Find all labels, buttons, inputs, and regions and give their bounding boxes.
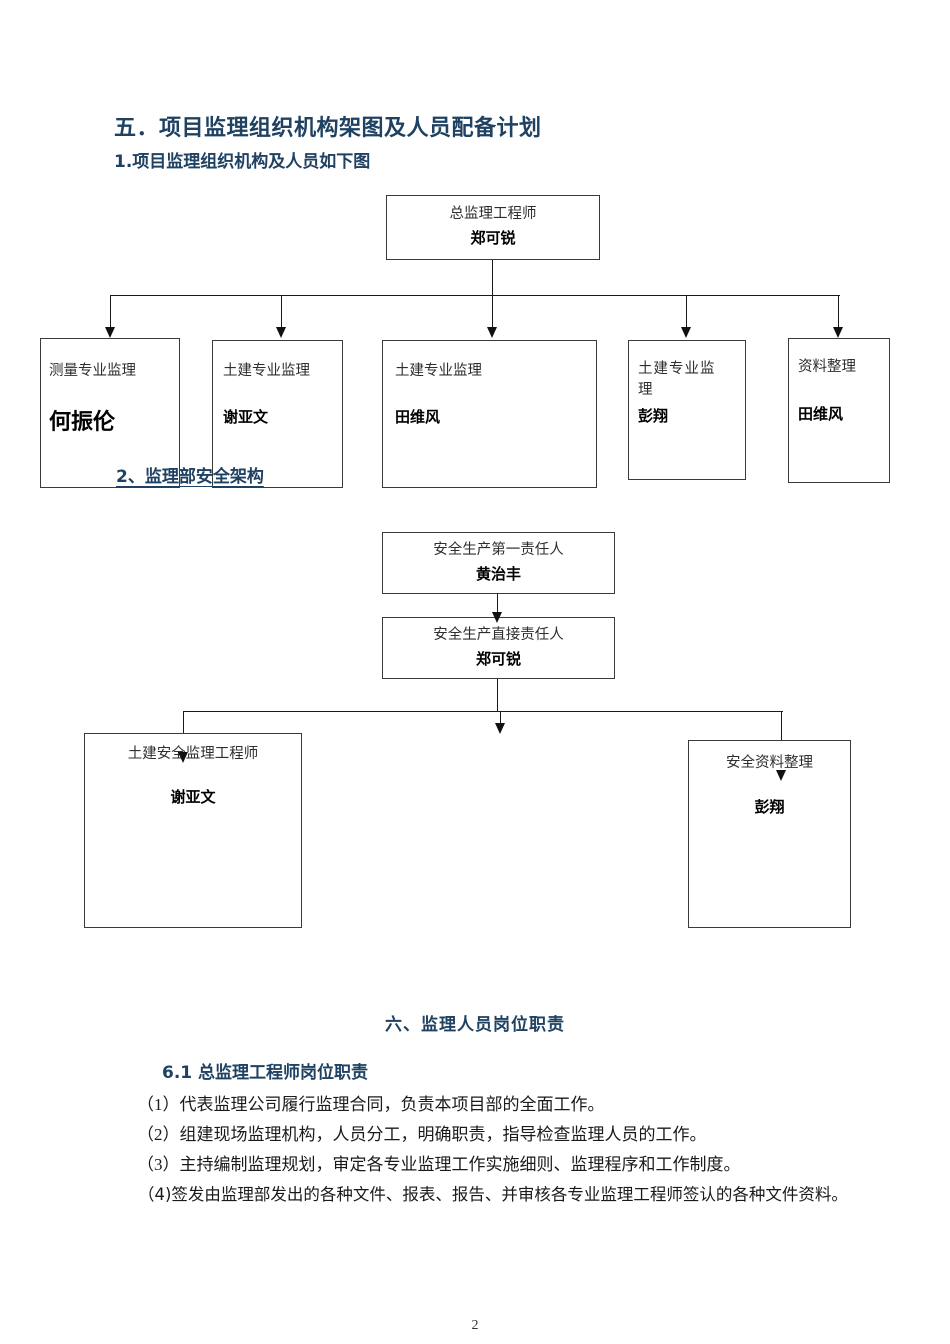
org-box-child-1: 测量专业监理 何振伦 bbox=[40, 338, 180, 488]
safety-box-second-person: 郑可锐 bbox=[475, 650, 521, 668]
safety-box-top-role: 安全生产第一责任人 bbox=[433, 542, 564, 558]
page-number: 2 bbox=[471, 1318, 479, 1333]
org-box-child-4: 土建专业监 理 彭翔 bbox=[628, 340, 746, 480]
safety-box-top-person: 黄治丰 bbox=[475, 565, 521, 583]
subheading-safety-structure: 2、监理部安全架构 bbox=[116, 467, 264, 487]
org-box-child-5-person: 田维风 bbox=[798, 405, 844, 423]
safety-box-child-1-role: 土建安全监理工程师 bbox=[127, 746, 259, 762]
org-box-child-4-person: 彭翔 bbox=[638, 407, 669, 425]
heading-section6-1: 6.1 总监理工程师岗位职责 bbox=[162, 1063, 369, 1083]
arrowhead-child1 bbox=[105, 327, 115, 338]
heading-section6: 六、监理人员岗位职责 bbox=[385, 1015, 565, 1035]
safety-box-child-2-person: 彭翔 bbox=[754, 798, 785, 816]
connector-drop-child3 bbox=[492, 295, 494, 332]
safety-box-child-1: 土建安全监理工程师 谢亚文 bbox=[84, 733, 302, 928]
connector-drop-child4 bbox=[686, 295, 688, 332]
connector-drop-child5 bbox=[838, 295, 840, 332]
connector-safety-stem bbox=[497, 679, 499, 712]
connector-drop-child1 bbox=[110, 295, 112, 332]
safety-box-child-1-person: 谢亚文 bbox=[170, 788, 216, 806]
org-box-child-3: 土建专业监理 田维风 bbox=[382, 340, 597, 488]
org-box-child-1-person: 何振伦 bbox=[49, 410, 116, 435]
page-title-section5: 五．项目监理组织机构架图及人员配备计划 bbox=[114, 116, 542, 141]
arrowhead-safety-middle bbox=[495, 723, 505, 734]
duty-item-3: （3）主持编制监理规划，审定各专业监理工作实施细则、监理程序和工作制度。 bbox=[137, 1155, 741, 1174]
org-box-child-4-role: 土建专业监 理 bbox=[638, 361, 716, 399]
duty-item-2: （2）组建现场监理机构，人员分工，明确职责，指导检查监理人员的工作。 bbox=[137, 1125, 707, 1144]
org-box-child-2-person: 谢亚文 bbox=[223, 408, 269, 426]
org-box-child-1-role: 测量专业监理 bbox=[49, 363, 136, 379]
arrowhead-child2 bbox=[276, 327, 286, 338]
arrowhead-safety-second bbox=[492, 612, 502, 623]
org-box-child-5-role: 资料整理 bbox=[798, 359, 856, 375]
org-box-root-role: 总监理工程师 bbox=[449, 206, 537, 222]
arrowhead-child3 bbox=[487, 327, 497, 338]
subheading-org-structure: 1.项目监理组织机构及人员如下图 bbox=[114, 152, 371, 172]
org-box-child-3-role: 土建专业监理 bbox=[395, 363, 482, 379]
connector-drop-safety-middle bbox=[500, 711, 502, 729]
arrowhead-safety-left bbox=[178, 752, 188, 763]
connector-root-stem bbox=[492, 260, 494, 296]
org-box-child-3-person: 田维风 bbox=[395, 408, 441, 426]
arrowhead-safety-right bbox=[776, 770, 786, 781]
org-box-child-5: 资料整理 田维风 bbox=[788, 338, 890, 483]
arrowhead-child5 bbox=[833, 327, 843, 338]
connector-bus-level1 bbox=[110, 295, 840, 297]
connector-safety-top-to-second bbox=[497, 570, 499, 620]
duty-item-1: （1）代表监理公司履行监理合同，负责本项目部的全面工作。 bbox=[137, 1095, 605, 1114]
connector-bus-safety bbox=[183, 711, 783, 713]
connector-drop-child2 bbox=[281, 295, 283, 332]
safety-box-top: 安全生产第一责任人 黄治丰 bbox=[382, 532, 615, 594]
safety-box-second-role: 安全生产直接责任人 bbox=[433, 627, 564, 643]
duty-item-4: （4)签发由监理部发出的各种文件、报表、报告、并审核各专业监理工程师签认的各种文… bbox=[138, 1185, 848, 1204]
org-box-child-2-role: 土建专业监理 bbox=[223, 363, 310, 379]
org-box-root: 总监理工程师 郑可锐 bbox=[386, 195, 600, 260]
safety-box-second: 安全生产直接责任人 郑可锐 bbox=[382, 617, 615, 679]
arrowhead-child4 bbox=[681, 327, 691, 338]
org-box-child-2: 土建专业监理 谢亚文 bbox=[212, 340, 343, 488]
safety-box-child-2: 安全资料整理 彭翔 bbox=[688, 740, 851, 928]
org-box-root-person: 郑可锐 bbox=[470, 229, 516, 247]
safety-box-child-2-role: 安全资料整理 bbox=[726, 755, 813, 771]
